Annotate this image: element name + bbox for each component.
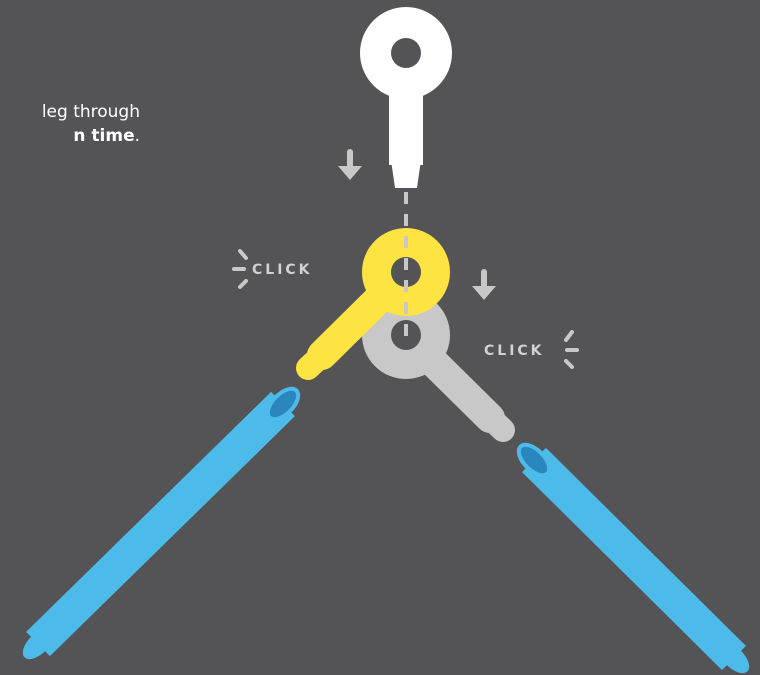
down-arrow-icon	[338, 149, 362, 180]
down-arrow-icon	[472, 269, 496, 300]
click-label-left: CLICK	[252, 262, 313, 278]
click-burst-icon	[564, 330, 579, 369]
instruction-line-2: n time.	[0, 124, 140, 148]
instruction-text: leg through n time.	[0, 100, 140, 148]
click-label-right: CLICK	[484, 343, 545, 359]
click-burst-icon	[232, 249, 248, 289]
instruction-emphasis: n time	[73, 126, 135, 146]
yellow-key	[296, 228, 450, 380]
instruction-line-1: leg through	[41, 102, 140, 122]
left-tube	[22, 386, 301, 660]
instruction-suffix: .	[134, 126, 140, 146]
white-key	[360, 7, 452, 188]
right-tube	[516, 442, 750, 674]
